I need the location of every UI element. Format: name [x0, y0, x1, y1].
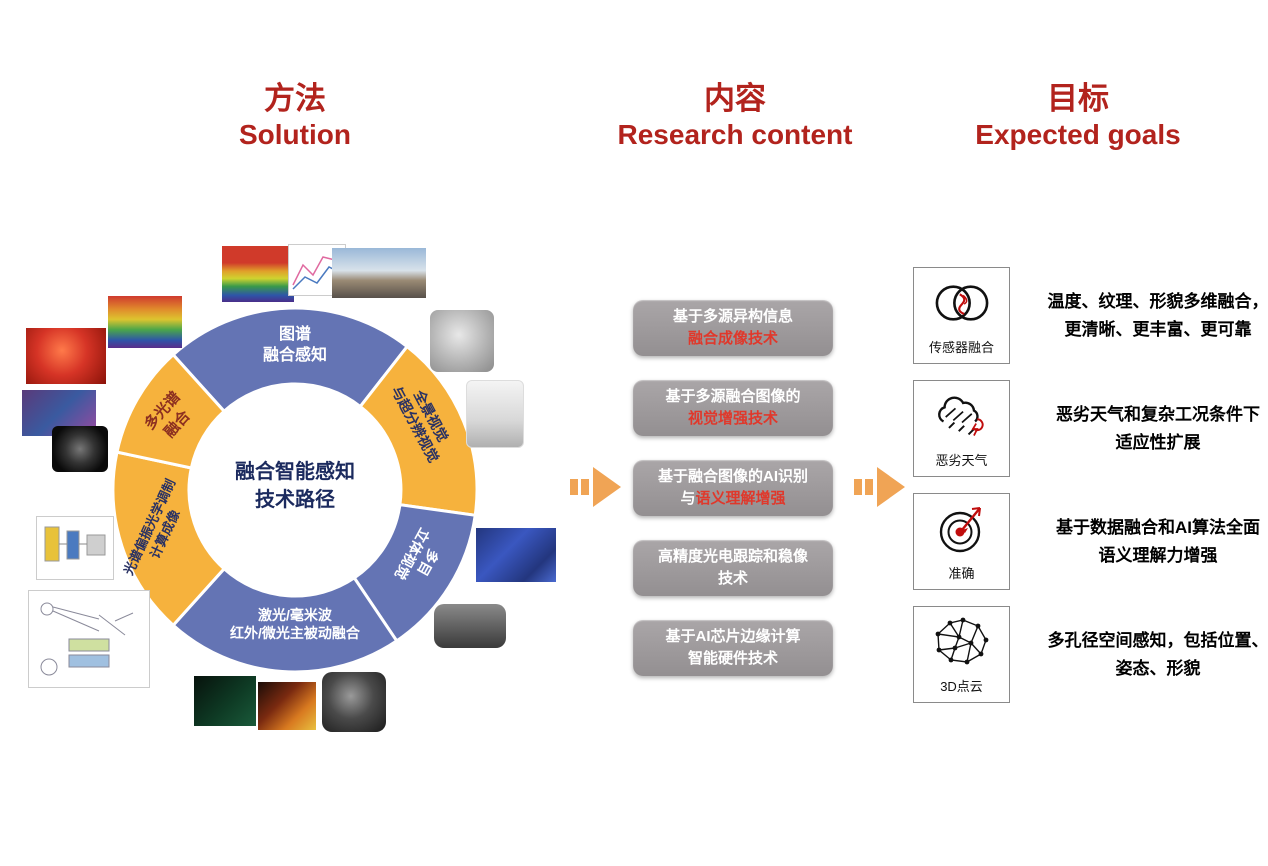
thumbnail-rainbow-fruit-image — [108, 296, 182, 348]
research-box-line2: 智能硬件技术 — [688, 648, 778, 670]
research-content-column: 基于多源异构信息 融合成像技术 基于多源融合图像的 视觉增强技术 基于融合图像的… — [633, 300, 833, 700]
goal-label: 恶劣天气 — [935, 453, 988, 468]
thumbnail-spectral-cube-image — [222, 246, 294, 302]
goal-row-sensor-fusion: 传感器融合 温度、纹理、形貌多维融合， 更清晰、更丰富、更可靠 — [913, 267, 1268, 364]
goal-row-3d-pointcloud: 3D点云 多孔径空间感知，包括位置、 姿态、形貌 — [913, 606, 1268, 703]
goal-label: 3D点云 — [940, 679, 983, 694]
solution-header: 方法 Solution — [165, 80, 425, 152]
research-box-vision-enhancement: 基于多源融合图像的 视觉增强技术 — [633, 380, 833, 436]
thumbnail-optical-path-diagram — [28, 590, 150, 688]
research-box-line1: 基于多源异构信息 — [672, 308, 793, 326]
target-dart-icon — [939, 506, 981, 552]
line2-red: 融合成像技术 — [687, 330, 778, 347]
thumbnail-stereo-camera-image — [434, 604, 506, 648]
research-header-zh: 内容 — [704, 81, 766, 116]
line2-red: 视觉增强技术 — [687, 410, 778, 427]
goal-row-bad-weather: 恶劣天气 恶劣天气和复杂工况条件下 适应性扩展 — [913, 380, 1268, 477]
goal-icon-box: 传感器融合 — [913, 267, 1010, 364]
segment-duoguangpu — [115, 352, 227, 470]
thumbnail-thermal-scene-image — [258, 682, 316, 730]
text-line: 激光/毫米波 — [258, 607, 332, 623]
optics-sketch — [40, 602, 134, 676]
icon-wrap — [914, 494, 1009, 563]
solution-header-en: Solution — [239, 119, 351, 151]
icon-wrap — [914, 268, 1009, 337]
thumbnail-depth-blocks-image — [476, 528, 556, 582]
storm-cloud-icon — [937, 395, 984, 436]
text-line: 多孔径空间感知，包括位置、 — [1047, 631, 1268, 651]
research-box-line2: 视觉增强技术 — [688, 408, 778, 430]
goal-description: 基于数据融合和AI算法全面 语义理解力增强 — [1034, 514, 1268, 568]
goal-label: 准确 — [948, 566, 975, 581]
line2-white: 技术 — [717, 570, 748, 587]
icon-wrap — [914, 607, 1009, 676]
goal-icon-box: 恶劣天气 — [913, 380, 1010, 477]
text-line: 融合智能感知 — [235, 461, 355, 483]
line2-red: 语义理解增强 — [695, 490, 786, 507]
text-line: 红外/微光主被动融合 — [230, 625, 360, 642]
line2-white: 智能硬件技术 — [687, 650, 778, 667]
research-header: 内容 Research content — [585, 80, 885, 152]
research-box-line2: 与语义理解增强 — [680, 488, 785, 510]
research-box-fusion-imaging: 基于多源异构信息 融合成像技术 — [633, 300, 833, 356]
expected-goals-column: 传感器融合 温度、纹理、形貌多维融合， 更清晰、更丰富、更可靠 — [913, 267, 1268, 720]
thumbnail-panorama-image — [332, 248, 426, 298]
goal-label: 传感器融合 — [928, 340, 994, 355]
text-line: 语义理解力增强 — [1098, 545, 1218, 565]
research-box-line2: 技术 — [718, 568, 748, 590]
text-line: 姿态、形貌 — [1115, 658, 1201, 678]
icon-wrap — [914, 381, 1009, 450]
research-box-line1: 基于融合图像的AI识别 — [657, 468, 808, 486]
goal-description: 多孔径空间感知，包括位置、 姿态、形貌 — [1034, 627, 1268, 681]
segment-tupu — [171, 306, 410, 414]
research-box-ai-recognition: 基于融合图像的AI识别 与语义理解增强 — [633, 460, 833, 516]
solution-donut — [111, 306, 479, 674]
goal-description: 温度、纹理、形貌多维融合， 更清晰、更丰富、更可靠 — [1034, 288, 1268, 342]
text-line: 更清晰、更丰富、更可靠 — [1064, 319, 1252, 339]
text-line: 基于数据融合和AI算法全面 — [1056, 518, 1260, 538]
donut-label-tupu: 图谱 融合感知 — [215, 325, 375, 367]
goal-row-accuracy: 准确 基于数据融合和AI算法全面 语义理解力增强 — [913, 493, 1268, 590]
text-line: 图谱 — [278, 326, 311, 343]
thumbnail-spectrometer-diagram — [36, 516, 114, 580]
thumbnail-red-thermal-image — [26, 328, 106, 384]
text-line: 适应性扩展 — [1115, 432, 1201, 452]
line2-white: 与 — [680, 490, 696, 507]
research-box-line2: 融合成像技术 — [688, 328, 778, 350]
text-line: 温度、纹理、形貌多维融合， — [1047, 292, 1268, 312]
research-box-line1: 基于多源融合图像的 — [665, 388, 801, 406]
research-box-edge-computing: 基于AI芯片边缘计算 智能硬件技术 — [633, 620, 833, 676]
text-line: 技术路径 — [255, 489, 335, 511]
research-box-line1: 高精度光电跟踪和稳像 — [657, 548, 808, 566]
goal-icon-box: 准确 — [913, 493, 1010, 590]
thumbnail-multilens-camera-image — [430, 310, 494, 372]
flow-arrow-content-to-goals-icon — [854, 467, 905, 507]
segment-jiguang — [171, 566, 399, 674]
goals-header-en: Expected goals — [975, 119, 1181, 151]
goals-header: 目标 Expected goals — [938, 80, 1218, 152]
point-cloud-icon — [935, 617, 988, 664]
text-line: 融合感知 — [262, 346, 327, 364]
research-box-line1: 基于AI芯片边缘计算 — [665, 628, 801, 646]
goal-description: 恶劣天气和复杂工况条件下 适应性扩展 — [1034, 401, 1268, 455]
research-box-tracking-stabilization: 高精度光电跟踪和稳像 技术 — [633, 540, 833, 596]
donut-label-jiguang: 激光/毫米波 红外/微光主被动融合 — [185, 606, 405, 642]
goal-icon-box: 3D点云 — [913, 606, 1010, 703]
text-line: 恶劣天气和复杂工况条件下 — [1056, 405, 1260, 425]
thumbnail-camera-lens-image — [52, 426, 108, 472]
research-header-en: Research content — [617, 119, 853, 151]
donut-center-title: 融合智能感知 技术路径 — [195, 458, 395, 514]
thumbnail-ptz-camera-image — [466, 380, 524, 448]
goals-header-zh: 目标 — [1047, 81, 1109, 116]
flow-arrow-solution-to-content-icon — [570, 467, 621, 507]
venn-circles-icon — [935, 284, 988, 321]
spectrometer-sketch — [44, 526, 106, 562]
solution-header-zh: 方法 — [264, 81, 326, 116]
thumbnail-gimbal-camera-image — [322, 672, 386, 732]
thumbnail-night-vision-image — [194, 676, 256, 726]
